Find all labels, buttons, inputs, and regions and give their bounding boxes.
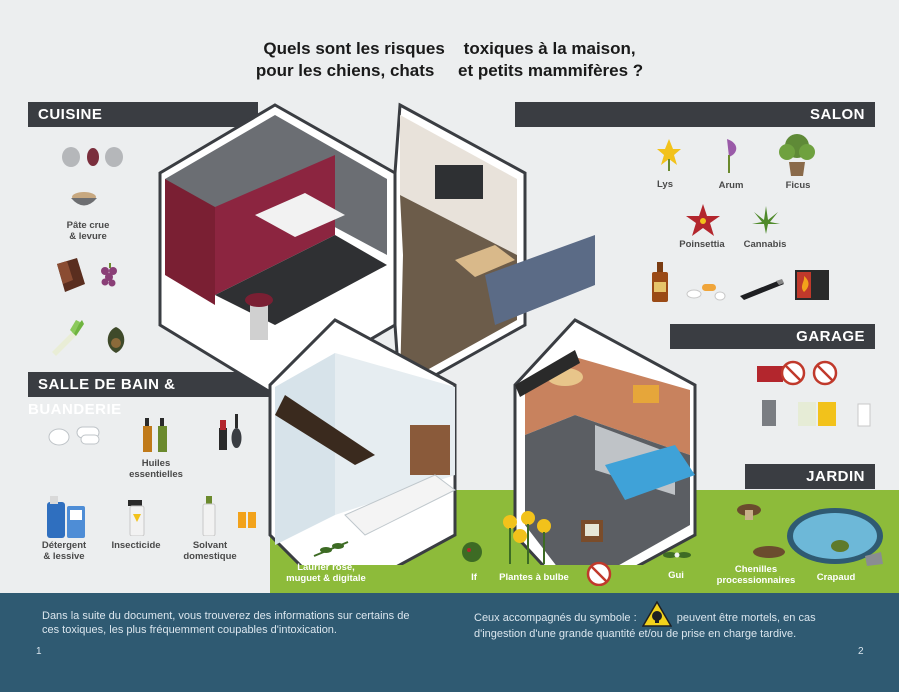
poinsettia-icon [686,204,720,236]
label-pate-crue: Pâte crue & levure [66,220,110,242]
bulb-plants-icon [503,511,551,564]
footer-text-right-a: Ceux accompagnés du symbole : [474,611,637,624]
section-title-salle-de-bain: SALLE DE BAIN & BUANDERIE [28,376,176,418]
footer-text-right-b: peuvent être mortels, en cas d'ingestion… [474,611,816,640]
ficus-icon [779,134,815,176]
label-solvant: Solvant domestique [183,540,237,562]
garlic-onion-icon [62,147,123,167]
label-ficus: Ficus [785,180,811,191]
section-bar-salle-de-bain: SALLE DE BAIN & BUANDERIE [28,372,276,418]
label-huiles: Huiles essentielles [129,458,183,480]
pills-icon [686,284,726,301]
fire-starter-icon [795,270,829,300]
solvent-icon [202,496,256,536]
tablets-icon [48,426,100,446]
label-laurier: Laurier rose, muguet & digitale [286,562,366,584]
e-cigarette-icon [740,279,784,300]
title-line-1: Quels sont les risques toxiques à la mai… [263,39,636,58]
section-bar-cuisine: CUISINE [28,102,258,127]
section-title-garage: GARAGE [796,328,865,345]
pond-toad-icon [787,508,883,566]
label-arum: Arum [718,180,744,191]
leek-icon [52,320,84,356]
rodenticide-icon [757,360,838,386]
lily-icon [657,139,681,171]
section-title-salon: SALON [810,106,865,123]
label-plantes-bulbe: Plantes à bulbe [499,572,569,583]
warning-skull-icon [641,600,673,627]
avocado-icon [107,327,125,353]
label-insecticide: Insecticide [111,540,161,551]
footer-band: Dans la suite du document, vous trouvere… [0,593,899,692]
insecticide-spray-icon [128,500,145,536]
detergent-icon [47,496,85,538]
label-poinsettia: Poinsettia [679,239,725,250]
chemicals-icon [762,400,871,427]
label-chenilles: Chenilles processionnaires [716,564,796,586]
dough-bowl-icon [71,192,97,206]
section-bar-jardin: JARDIN [745,464,875,489]
page-number-left: 1 [36,646,42,657]
section-bar-salon: SALON [515,102,875,127]
page-title: Quels sont les risques toxiques à la mai… [0,38,899,82]
arum-icon [727,139,737,173]
mistletoe-icon [663,552,691,558]
label-if: If [471,572,477,583]
section-bar-garage: GARAGE [670,324,875,349]
label-gui: Gui [668,570,684,581]
footer-text-right: Ceux accompagnés du symbole : peuvent êt… [474,600,854,641]
laurel-icon [313,541,349,557]
footer-text-left: Dans la suite du document, vous trouvere… [42,610,410,636]
label-lys: Lys [656,179,674,190]
house-illustration [158,102,697,565]
section-title-jardin: JARDIN [806,468,865,485]
grapes-icon [101,263,117,287]
slug-pellets-icon [581,520,612,586]
chocolate-icon [57,258,85,292]
essential-oils-icon [143,418,167,452]
section-title-cuisine: CUISINE [38,106,103,123]
alcohol-bottle-icon [652,262,668,302]
yew-icon [462,542,482,562]
title-line-2: pour les chiens, chats et petits mammifè… [255,61,644,80]
caterpillar-icon [737,504,785,558]
page-number-right: 2 [858,646,864,657]
label-crapaud: Crapaud [816,572,856,583]
makeup-icon [219,414,242,450]
label-detergent: Détergent & lessive [41,540,87,562]
cannabis-icon [752,206,780,234]
label-cannabis: Cannabis [743,239,787,250]
